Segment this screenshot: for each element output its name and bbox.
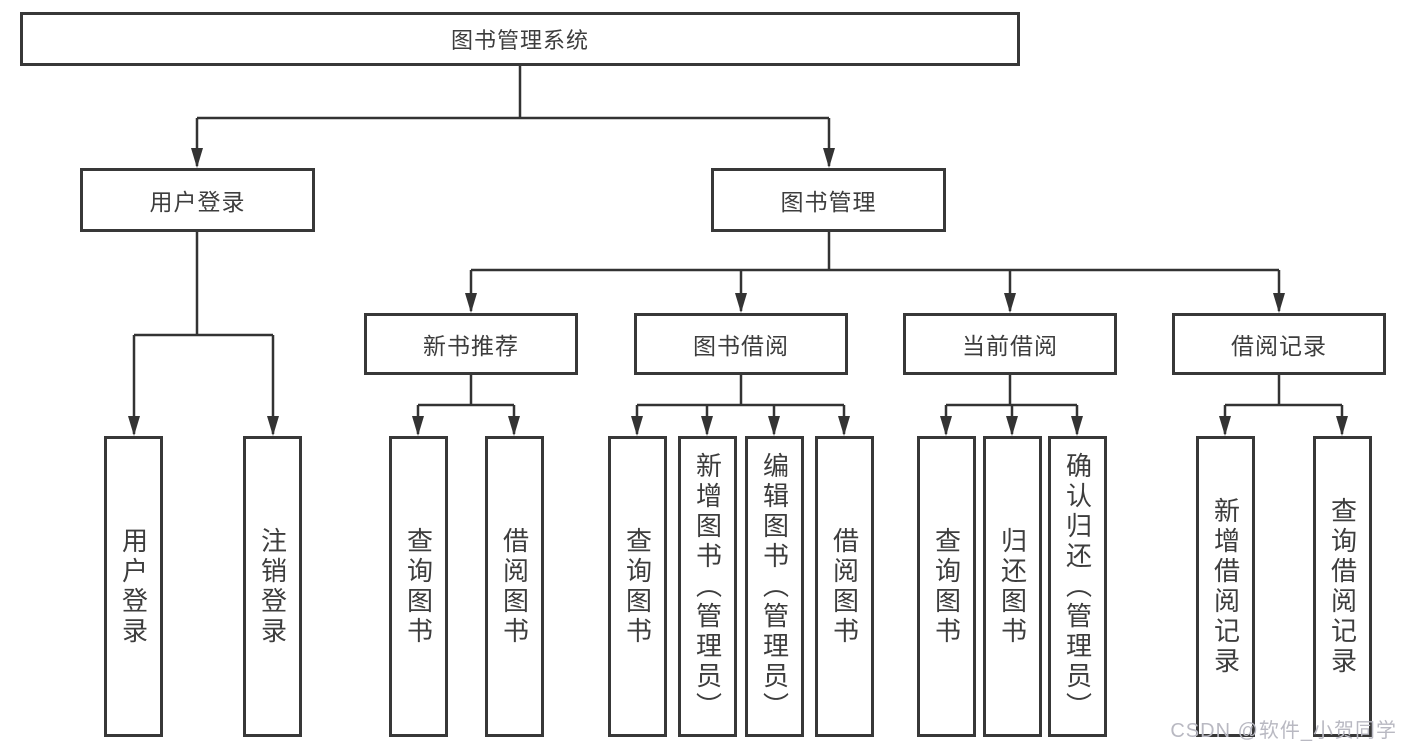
- leaf-borrow-books-label: 借阅图书: [829, 526, 860, 647]
- leaf-query-borrow-record-label: 查询借阅记录: [1327, 496, 1358, 677]
- node-new-book-recommend-label: 新书推荐: [423, 333, 519, 359]
- leaf-borrow-query-books: 查询图书: [608, 436, 667, 737]
- leaf-logout: 注销登录: [243, 436, 302, 737]
- leaf-current-query-books: 查询图书: [917, 436, 976, 737]
- node-current-borrow: 当前借阅: [903, 313, 1117, 375]
- leaf-query-borrow-record: 查询借阅记录: [1313, 436, 1372, 737]
- leaf-recommend-borrow-books-label: 借阅图书: [499, 526, 530, 647]
- leaf-return-books: 归还图书: [983, 436, 1042, 737]
- leaf-confirm-return-admin-label: 确认归还（管理员）: [1062, 451, 1093, 722]
- node-root-label: 图书管理系统: [450, 28, 589, 53]
- leaf-user-login: 用户登录: [104, 436, 163, 737]
- leaf-edit-book-admin: 编辑图书（管理员）: [745, 436, 804, 737]
- node-book-borrow: 图书借阅: [634, 313, 848, 375]
- leaf-borrow-books: 借阅图书: [815, 436, 874, 737]
- leaf-add-book-admin: 新增图书（管理员）: [678, 436, 737, 737]
- leaf-add-borrow-record-label: 新增借阅记录: [1210, 496, 1241, 677]
- node-borrow-records: 借阅记录: [1172, 313, 1386, 375]
- leaf-recommend-query-books: 查询图书: [389, 436, 448, 737]
- watermark: CSDN @软件_小贺同学: [1170, 720, 1397, 742]
- leaf-recommend-borrow-books: 借阅图书: [485, 436, 544, 737]
- leaf-current-query-books-label: 查询图书: [931, 526, 962, 647]
- node-user-login: 用户登录: [80, 168, 315, 232]
- leaf-confirm-return-admin: 确认归还（管理员）: [1048, 436, 1107, 737]
- node-root: 图书管理系统: [20, 12, 1020, 66]
- node-book-management-label: 图书管理: [780, 189, 877, 215]
- node-book-management: 图书管理: [711, 168, 946, 232]
- node-borrow-records-label: 借阅记录: [1231, 333, 1327, 359]
- leaf-edit-book-admin-label: 编辑图书（管理员）: [759, 451, 790, 722]
- leaf-borrow-query-books-label: 查询图书: [622, 526, 653, 647]
- leaf-return-books-label: 归还图书: [997, 526, 1028, 647]
- leaf-logout-label: 注销登录: [257, 526, 288, 647]
- leaf-recommend-query-books-label: 查询图书: [403, 526, 434, 647]
- leaf-add-borrow-record: 新增借阅记录: [1196, 436, 1255, 737]
- leaf-user-login-label: 用户登录: [118, 526, 149, 647]
- node-user-login-label: 用户登录: [149, 189, 246, 215]
- node-current-borrow-label: 当前借阅: [962, 333, 1058, 359]
- node-book-borrow-label: 图书借阅: [693, 333, 789, 359]
- leaf-add-book-admin-label: 新增图书（管理员）: [692, 451, 723, 722]
- node-new-book-recommend: 新书推荐: [364, 313, 578, 375]
